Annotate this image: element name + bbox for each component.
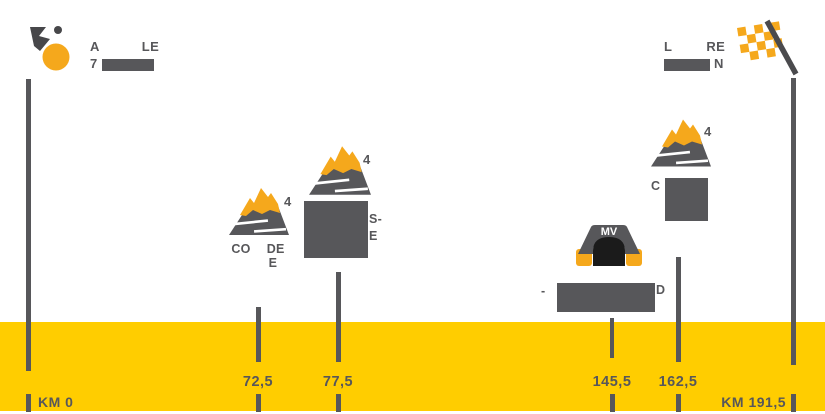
km-value-tunnel: 145,5 — [592, 374, 632, 390]
redacted-label-block — [557, 283, 655, 312]
tunnel-code: MV — [601, 226, 618, 238]
mountain-climb-icon — [308, 143, 372, 202]
km-zero-label: KM 0 — [38, 394, 74, 410]
tunnel-icon: MV — [575, 222, 643, 273]
climb-category-badge: 4 — [363, 152, 371, 167]
km-tick — [676, 394, 681, 412]
finish-name-line2: N — [664, 55, 725, 72]
start-km-line — [26, 79, 31, 371]
mountain-climb-icon — [650, 115, 712, 175]
obscured-text-gap — [251, 252, 267, 253]
climb3-km-line — [676, 257, 681, 362]
cyclist-start-icon — [27, 24, 77, 79]
checkered-flag-icon — [736, 18, 800, 85]
redacted-text-block — [664, 58, 710, 71]
tunnel-label-fragment: - — [541, 284, 546, 298]
climb-category-badge: 4 — [704, 124, 712, 139]
start-name-line2: 7 — [90, 55, 159, 72]
tunnel-km-line — [610, 318, 614, 358]
mountain-climb-icon — [228, 185, 290, 242]
climb1-km-line — [256, 307, 261, 362]
km-value-climb1: 72,5 — [242, 374, 274, 390]
km-total-label: KM 191,5 — [721, 394, 786, 410]
km-value-climb3: 162,5 — [658, 374, 698, 390]
km-tick — [336, 394, 341, 412]
km-tick — [791, 394, 796, 412]
obscured-text-gap — [100, 50, 142, 51]
climb2-label-fragment: E — [369, 229, 378, 243]
obscured-text-gap — [239, 266, 269, 267]
redacted-text-block — [101, 58, 154, 71]
km-tick — [256, 394, 261, 412]
km-tick — [610, 394, 615, 412]
climb-category-badge: 4 — [284, 194, 292, 209]
km-value-climb2: 77,5 — [322, 374, 354, 390]
km-tick — [26, 394, 31, 412]
climb3-label-fragment: C — [651, 179, 661, 193]
climb2-km-line — [336, 272, 341, 362]
redacted-label-block — [665, 178, 708, 221]
climb2-label-fragment: S- — [369, 212, 383, 226]
tunnel-label-fragment: D — [656, 283, 666, 297]
finish-km-line — [791, 78, 796, 365]
redacted-label-block — [304, 201, 368, 258]
obscured-text-gap — [672, 50, 706, 51]
distance-band — [0, 322, 825, 411]
